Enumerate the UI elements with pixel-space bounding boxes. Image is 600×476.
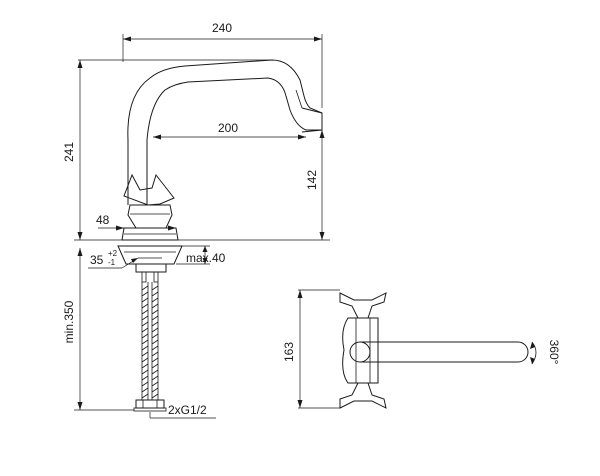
dim-swivel: 360°	[547, 340, 561, 365]
hose-braid-mark	[151, 363, 159, 369]
hose-braid-mark	[151, 309, 159, 315]
dim-total-reach: 240	[212, 21, 232, 35]
hose-braid-mark	[151, 315, 159, 321]
flex-hoses	[133, 282, 167, 412]
hose-braid-mark	[151, 351, 159, 357]
dim-base-diameter: 48	[96, 213, 110, 227]
hose-braid-mark	[151, 321, 159, 327]
hose-braid-mark	[141, 315, 149, 321]
dimension-lines	[74, 34, 330, 419]
hose-braid-mark	[141, 309, 149, 315]
dim-spout-reach: 200	[218, 121, 238, 135]
hose-braid-mark	[151, 297, 159, 303]
dim-spout-height: 142	[305, 170, 319, 190]
hose-braid-mark	[141, 393, 149, 399]
hose-braid-mark	[151, 291, 159, 297]
hose-braid-mark	[141, 369, 149, 375]
hose-braid-mark	[141, 351, 149, 357]
dim-hole-tolerance-minus: -1	[108, 258, 116, 267]
mounting-kit	[117, 245, 183, 283]
dim-hole-tolerance-plus: +2	[108, 249, 118, 258]
hose-braid-mark	[141, 291, 149, 297]
hose-braid-mark	[151, 339, 159, 345]
faucet-body-side	[121, 173, 179, 241]
hose-braid-mark	[151, 327, 159, 333]
hose-braid-mark	[141, 363, 149, 369]
hose-braid-mark	[151, 393, 159, 399]
dim-total-height: 241	[62, 142, 76, 162]
hose-braid-mark	[151, 369, 159, 375]
hose-braid-mark	[151, 345, 159, 351]
dim-plan-width: 163	[282, 342, 296, 362]
hose-braid-mark	[141, 327, 149, 333]
hose-braid-mark	[141, 357, 149, 363]
hose-braid-mark	[141, 339, 149, 345]
hose-braid-mark	[141, 345, 149, 351]
hose-braid-mark	[151, 381, 159, 387]
plan-view	[297, 289, 537, 409]
dim-hose-length: min.350	[62, 300, 76, 343]
hose-braid-mark	[141, 381, 149, 387]
dim-hole-diameter: 35	[90, 253, 104, 267]
hose-braid-mark	[151, 303, 159, 309]
spout-side-view	[127, 59, 323, 205]
hose-braid-mark	[151, 357, 159, 363]
hose-braid-mark	[141, 333, 149, 339]
hose-braid-mark	[141, 285, 149, 291]
hose-braid-mark	[141, 297, 149, 303]
dim-connection: 2xG1/2	[168, 403, 207, 417]
hose-braid-mark	[151, 285, 159, 291]
hose-braid-mark	[141, 387, 149, 393]
hose-braid-mark	[151, 333, 159, 339]
hose-braid-mark	[151, 375, 159, 381]
hose-braid-mark	[141, 303, 149, 309]
dim-max-deck-thickness: max.40	[186, 251, 226, 265]
hose-braid-mark	[141, 375, 149, 381]
hose-braid-mark	[141, 321, 149, 327]
hose-braid-mark	[151, 387, 159, 393]
